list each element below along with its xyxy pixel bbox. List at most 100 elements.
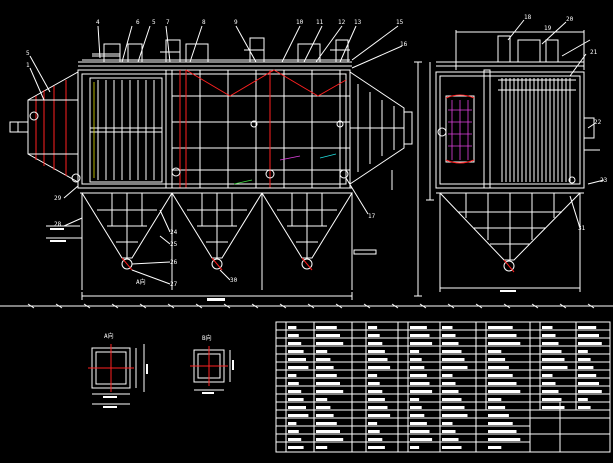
detail-a bbox=[88, 344, 148, 408]
table-text-bar bbox=[442, 366, 468, 369]
table-text-bar bbox=[488, 390, 521, 393]
callout-31: 31 bbox=[578, 225, 586, 232]
callout-22: 22 bbox=[594, 119, 602, 126]
table-text-bar bbox=[288, 334, 299, 337]
table-text-bar bbox=[288, 414, 309, 417]
table-text-bar bbox=[368, 366, 391, 369]
table-text-bar bbox=[288, 430, 299, 433]
table-text-bar bbox=[410, 414, 425, 417]
callout-6: 6 bbox=[136, 19, 140, 26]
table-text-bar bbox=[442, 414, 468, 417]
table-text-bar bbox=[288, 342, 302, 345]
table-text-bar bbox=[442, 326, 453, 329]
table-text-bar bbox=[368, 334, 380, 337]
callout-5: 5 bbox=[26, 50, 30, 57]
table-text-bar bbox=[442, 446, 462, 449]
table-text-bar bbox=[316, 398, 328, 401]
table-text-bars bbox=[288, 326, 602, 449]
table-text-bar bbox=[442, 398, 462, 401]
table-text-bar bbox=[442, 430, 456, 433]
table-text-bar bbox=[488, 446, 502, 449]
table-text-bar bbox=[316, 382, 340, 385]
callout-16: 16 bbox=[400, 41, 408, 48]
table-text-bar bbox=[542, 350, 562, 353]
callout-4: 4 bbox=[96, 19, 100, 26]
callout-25: 25 bbox=[170, 241, 178, 248]
callout-9: 9 bbox=[234, 19, 238, 26]
callout-29: 29 bbox=[54, 195, 62, 202]
table-text-bar bbox=[368, 422, 378, 425]
table-text-bar bbox=[368, 438, 383, 441]
table-text-bar bbox=[442, 374, 453, 377]
table-text-bar bbox=[542, 366, 568, 369]
table-text-bar bbox=[488, 334, 517, 337]
callout-8: 8 bbox=[202, 19, 206, 26]
table-text-bar bbox=[542, 390, 559, 393]
table-text-bar bbox=[410, 398, 420, 401]
callout-11: 11 bbox=[316, 19, 324, 26]
table-text-bar bbox=[368, 406, 388, 409]
table-text-bar bbox=[410, 382, 430, 385]
table-text-bar bbox=[488, 342, 521, 345]
table-text-bar bbox=[488, 358, 506, 361]
table-text-bar bbox=[410, 366, 425, 369]
callout-20: 20 bbox=[566, 16, 574, 23]
table-text-bar bbox=[578, 358, 591, 361]
callout-18: 18 bbox=[524, 14, 532, 21]
table-text-bar bbox=[542, 398, 562, 401]
table-text-bar bbox=[316, 406, 331, 409]
table-text-bar bbox=[316, 438, 344, 441]
table-text-bar bbox=[442, 382, 456, 385]
table-text-bar bbox=[488, 350, 502, 353]
outlet-hood bbox=[349, 71, 405, 185]
table-text-bar bbox=[288, 382, 299, 385]
table-text-bar bbox=[368, 446, 385, 449]
inlet-baffle bbox=[448, 100, 472, 160]
callout-15: 15 bbox=[396, 19, 404, 26]
table-text-bar bbox=[542, 334, 556, 337]
callout-30: 30 bbox=[230, 277, 238, 284]
table-text-bar bbox=[410, 342, 433, 345]
table-text-bar bbox=[578, 374, 597, 377]
table-text-bar bbox=[410, 350, 420, 353]
table-text-bar bbox=[410, 358, 422, 361]
table-text-bar bbox=[488, 438, 521, 441]
table-text-bar bbox=[368, 414, 391, 417]
table-text-bar bbox=[410, 390, 433, 393]
table-text-bar bbox=[316, 430, 340, 433]
table-text-bar bbox=[316, 366, 334, 369]
table-text-bar bbox=[288, 350, 304, 353]
table-text-bar bbox=[488, 366, 509, 369]
table-text-bar bbox=[578, 334, 599, 337]
table-text-bar bbox=[368, 398, 385, 401]
table-text-bar bbox=[368, 430, 380, 433]
table-text-bar bbox=[288, 326, 297, 329]
table-text-bar bbox=[316, 422, 337, 425]
table-text-bar bbox=[578, 342, 602, 345]
table-text-bar bbox=[288, 390, 302, 393]
table-text-bar bbox=[368, 326, 378, 329]
table-text-bar bbox=[288, 406, 306, 409]
table-text-bar bbox=[442, 422, 453, 425]
table-text-bar bbox=[542, 406, 565, 409]
table-text-bar bbox=[542, 382, 556, 385]
callout-13: 13 bbox=[354, 19, 362, 26]
side-hopper bbox=[438, 192, 582, 261]
hoppers-front bbox=[80, 187, 353, 271]
callout-19: 19 bbox=[544, 25, 552, 32]
table-text-bar bbox=[368, 342, 383, 345]
table-text-bar bbox=[368, 358, 388, 361]
table-text-bar bbox=[410, 406, 422, 409]
callout-27: 27 bbox=[170, 281, 178, 288]
side-elevation bbox=[426, 19, 605, 292]
callout-24: 24 bbox=[170, 229, 178, 236]
table-text-bar bbox=[578, 382, 599, 385]
table-text-bar bbox=[442, 390, 459, 393]
table-text-bar bbox=[578, 406, 591, 409]
table-text-bar bbox=[542, 358, 565, 361]
table-text-bar bbox=[316, 326, 337, 329]
table-text-bar bbox=[442, 406, 465, 409]
table-text-bar bbox=[368, 350, 385, 353]
table-text-bar bbox=[316, 358, 331, 361]
